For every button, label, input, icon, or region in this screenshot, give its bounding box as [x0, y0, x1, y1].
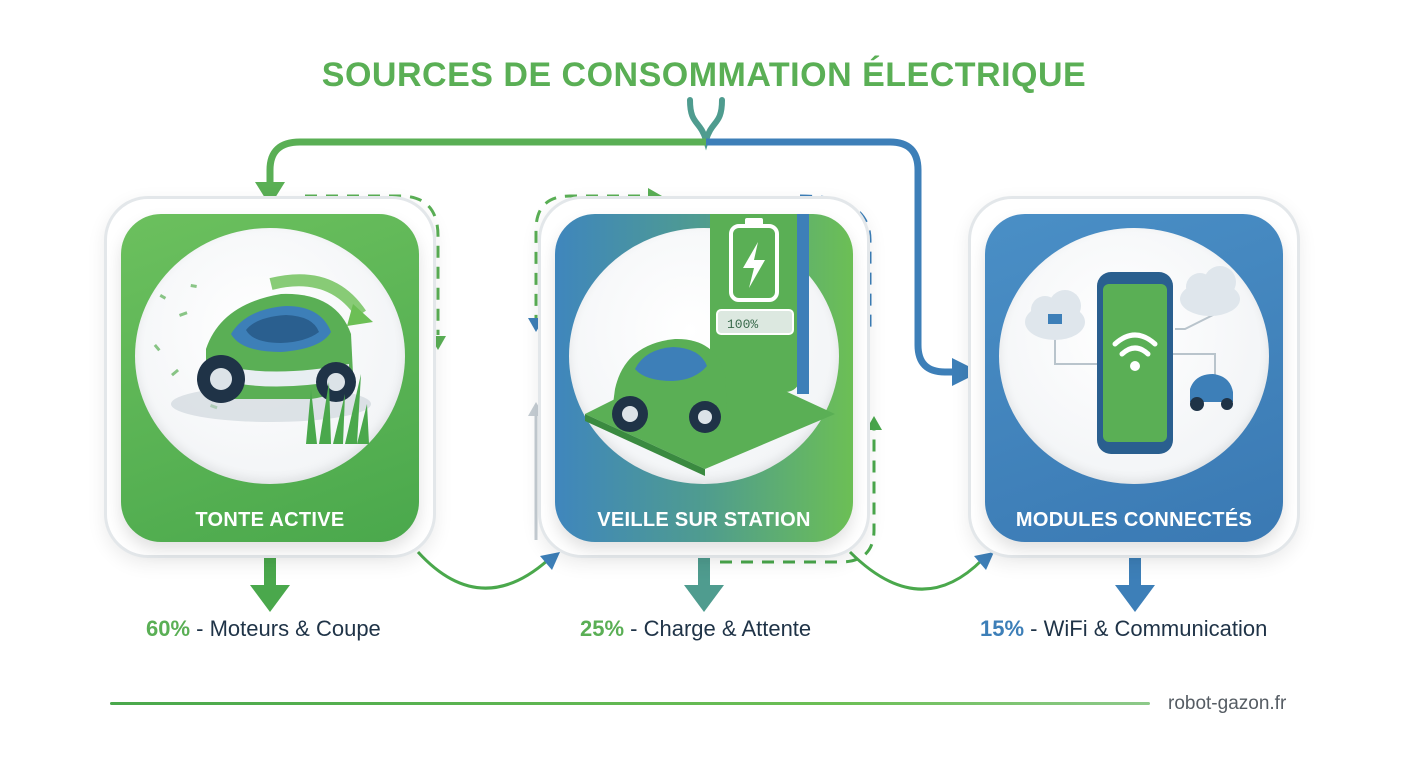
battery-percentage: 100%	[727, 317, 758, 332]
title-brace	[687, 97, 725, 151]
dashed-arrow-veille-bottom	[720, 430, 876, 564]
dashed-arrow-veille-left	[534, 194, 640, 318]
card-label-tonte: TONTE ACTIVE	[195, 509, 345, 531]
down-arrow-modules	[1115, 585, 1155, 612]
card-veille-station: 100% VEILLE SUR STATION	[555, 214, 853, 542]
split-arrow-left	[266, 138, 706, 185]
stat-modules: 15% - WiFi & Communication	[980, 616, 1267, 642]
diagram-title: SOURCES DE CONSOMMATION ÉLECTRIQUE	[321, 56, 1087, 94]
charging-station-icon: 100%	[585, 214, 835, 476]
connected-devices-icon	[1025, 266, 1240, 454]
split-arrowhead-right	[952, 358, 980, 386]
source-credit: robot-gazon.fr	[1168, 693, 1287, 714]
cloud-icon-right	[1180, 266, 1240, 316]
stat-percent-modules: 15%	[980, 616, 1025, 641]
down-arrow-veille	[684, 585, 724, 612]
split-arrowhead-left	[255, 182, 285, 206]
card-label-veille: VEILLE SUR STATION	[597, 509, 811, 531]
stat-percent-tonte: 60%	[146, 616, 191, 641]
card-label-modules: MODULES CONNECTÉS	[1015, 509, 1253, 531]
dashed-arrow-tonte	[305, 194, 440, 335]
curve-arrow-2	[848, 550, 984, 591]
curve-arrow-1	[416, 550, 549, 590]
down-arrow-tonte	[250, 585, 290, 612]
stat-desc-modules: - WiFi & Communication	[1024, 616, 1268, 641]
stat-veille: 25% - Charge & Attente	[580, 616, 811, 642]
stat-desc-tonte: - Moteurs & Coupe	[190, 616, 381, 641]
wifi-icon	[1112, 332, 1158, 357]
cloud-icon-left	[1025, 290, 1085, 340]
split-arrow-right	[706, 138, 955, 376]
card-tonte-active: TONTE ACTIVE	[121, 214, 419, 542]
mower-cutting-icon	[153, 274, 373, 444]
stat-desc-veille: - Charge & Attente	[624, 616, 812, 641]
stat-tonte: 60% - Moteurs & Coupe	[146, 616, 381, 642]
footer-divider	[110, 702, 1150, 705]
card-modules-connectes: MODULES CONNECTÉS	[985, 214, 1283, 542]
mini-mower-icon	[1190, 374, 1233, 411]
stat-percent-veille: 25%	[580, 616, 625, 641]
